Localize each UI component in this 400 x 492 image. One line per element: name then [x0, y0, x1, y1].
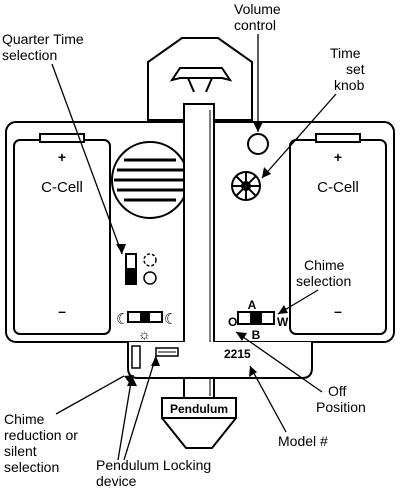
moon-icon: ☾ [116, 311, 129, 328]
label-lock-2: device [96, 473, 137, 489]
label-off-1: Off [328, 383, 347, 399]
switch-label-w: W [277, 315, 289, 329]
label-off-2: Position [316, 399, 366, 415]
label-time-set-1: Time [330, 45, 361, 61]
chime-selection-switch[interactable] [237, 311, 275, 325]
label-chime-red-3: silent [4, 443, 37, 459]
switch-label-a: A [248, 298, 257, 312]
quarter-time-icons [143, 253, 157, 285]
label-lock-1: Pendulum Locking [96, 457, 211, 473]
battery-left-label: C-Cell [41, 179, 83, 196]
quarter-time-switch[interactable] [125, 253, 137, 285]
label-chime-red-1: Chime [4, 411, 45, 427]
leader-lines [51, 34, 337, 461]
pendulum-lock[interactable] [155, 347, 179, 357]
switch-label-b: B [252, 328, 261, 342]
battery-right-label: C-Cell [317, 179, 359, 196]
label-time-set-2: set [346, 61, 365, 77]
model-number: 2215 [224, 347, 251, 361]
volume-knob[interactable] [247, 133, 269, 155]
time-set-knob[interactable] [231, 171, 261, 201]
speaker-grille [111, 141, 189, 219]
chime-reduction-switch[interactable] [127, 311, 163, 323]
leader-arrowheads [116, 122, 288, 386]
label-quarter-time-1: Quarter Time [2, 31, 84, 47]
label-chime-red-2: reduction or [4, 427, 78, 443]
label-time-set-3: knob [334, 77, 365, 93]
label-volume-1: Volume [234, 1, 281, 17]
label-volume-2: control [234, 17, 276, 33]
label-chime-sel-2: selection [296, 273, 351, 289]
sun-icon: ☼ [138, 326, 151, 342]
battery-right-minus: – [334, 303, 342, 319]
battery-left-plus: + [58, 149, 66, 165]
battery-right-plus: + [334, 149, 342, 165]
pendulum-label: Pendulum [170, 402, 228, 416]
label-chime-red-4: selection [4, 459, 59, 475]
label-quarter-time-2: selection [2, 47, 57, 63]
switch-label-o: O [228, 315, 237, 329]
label-model: Model # [278, 433, 328, 449]
label-chime-sel-1: Chime [304, 257, 345, 273]
moon-icon-2: ☾ [164, 311, 177, 328]
hanger-hook [169, 67, 233, 82]
battery-left-minus: – [58, 303, 66, 319]
